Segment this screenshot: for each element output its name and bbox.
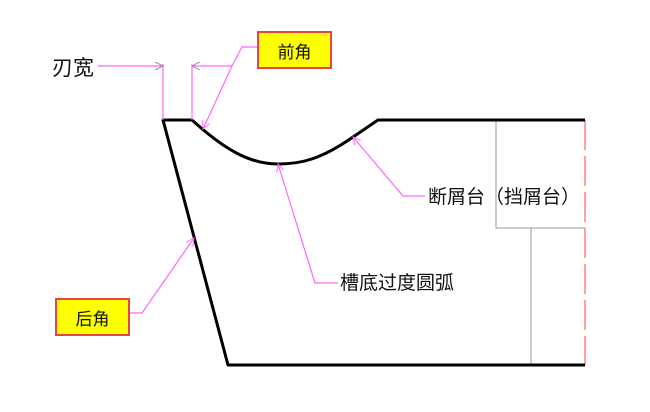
- chip-breaker-label: 断屑台（挡屑台）: [428, 186, 581, 208]
- tool-outline: [161, 118, 585, 367]
- chip-breaker-leader: [353, 137, 425, 197]
- blade-width-dimension: [98, 64, 232, 120]
- blade-width-label: 刃宽: [52, 56, 94, 80]
- rake-angle-label: 前角: [257, 31, 332, 69]
- clearance-angle-leader: [130, 238, 194, 314]
- clearance-angle-label: 后角: [55, 298, 130, 336]
- groove-arc-label: 槽底过度圆弧: [340, 272, 455, 294]
- guide-lines: [495, 120, 585, 365]
- rake-angle-leader: [203, 46, 257, 129]
- groove-arc-leader: [278, 164, 338, 284]
